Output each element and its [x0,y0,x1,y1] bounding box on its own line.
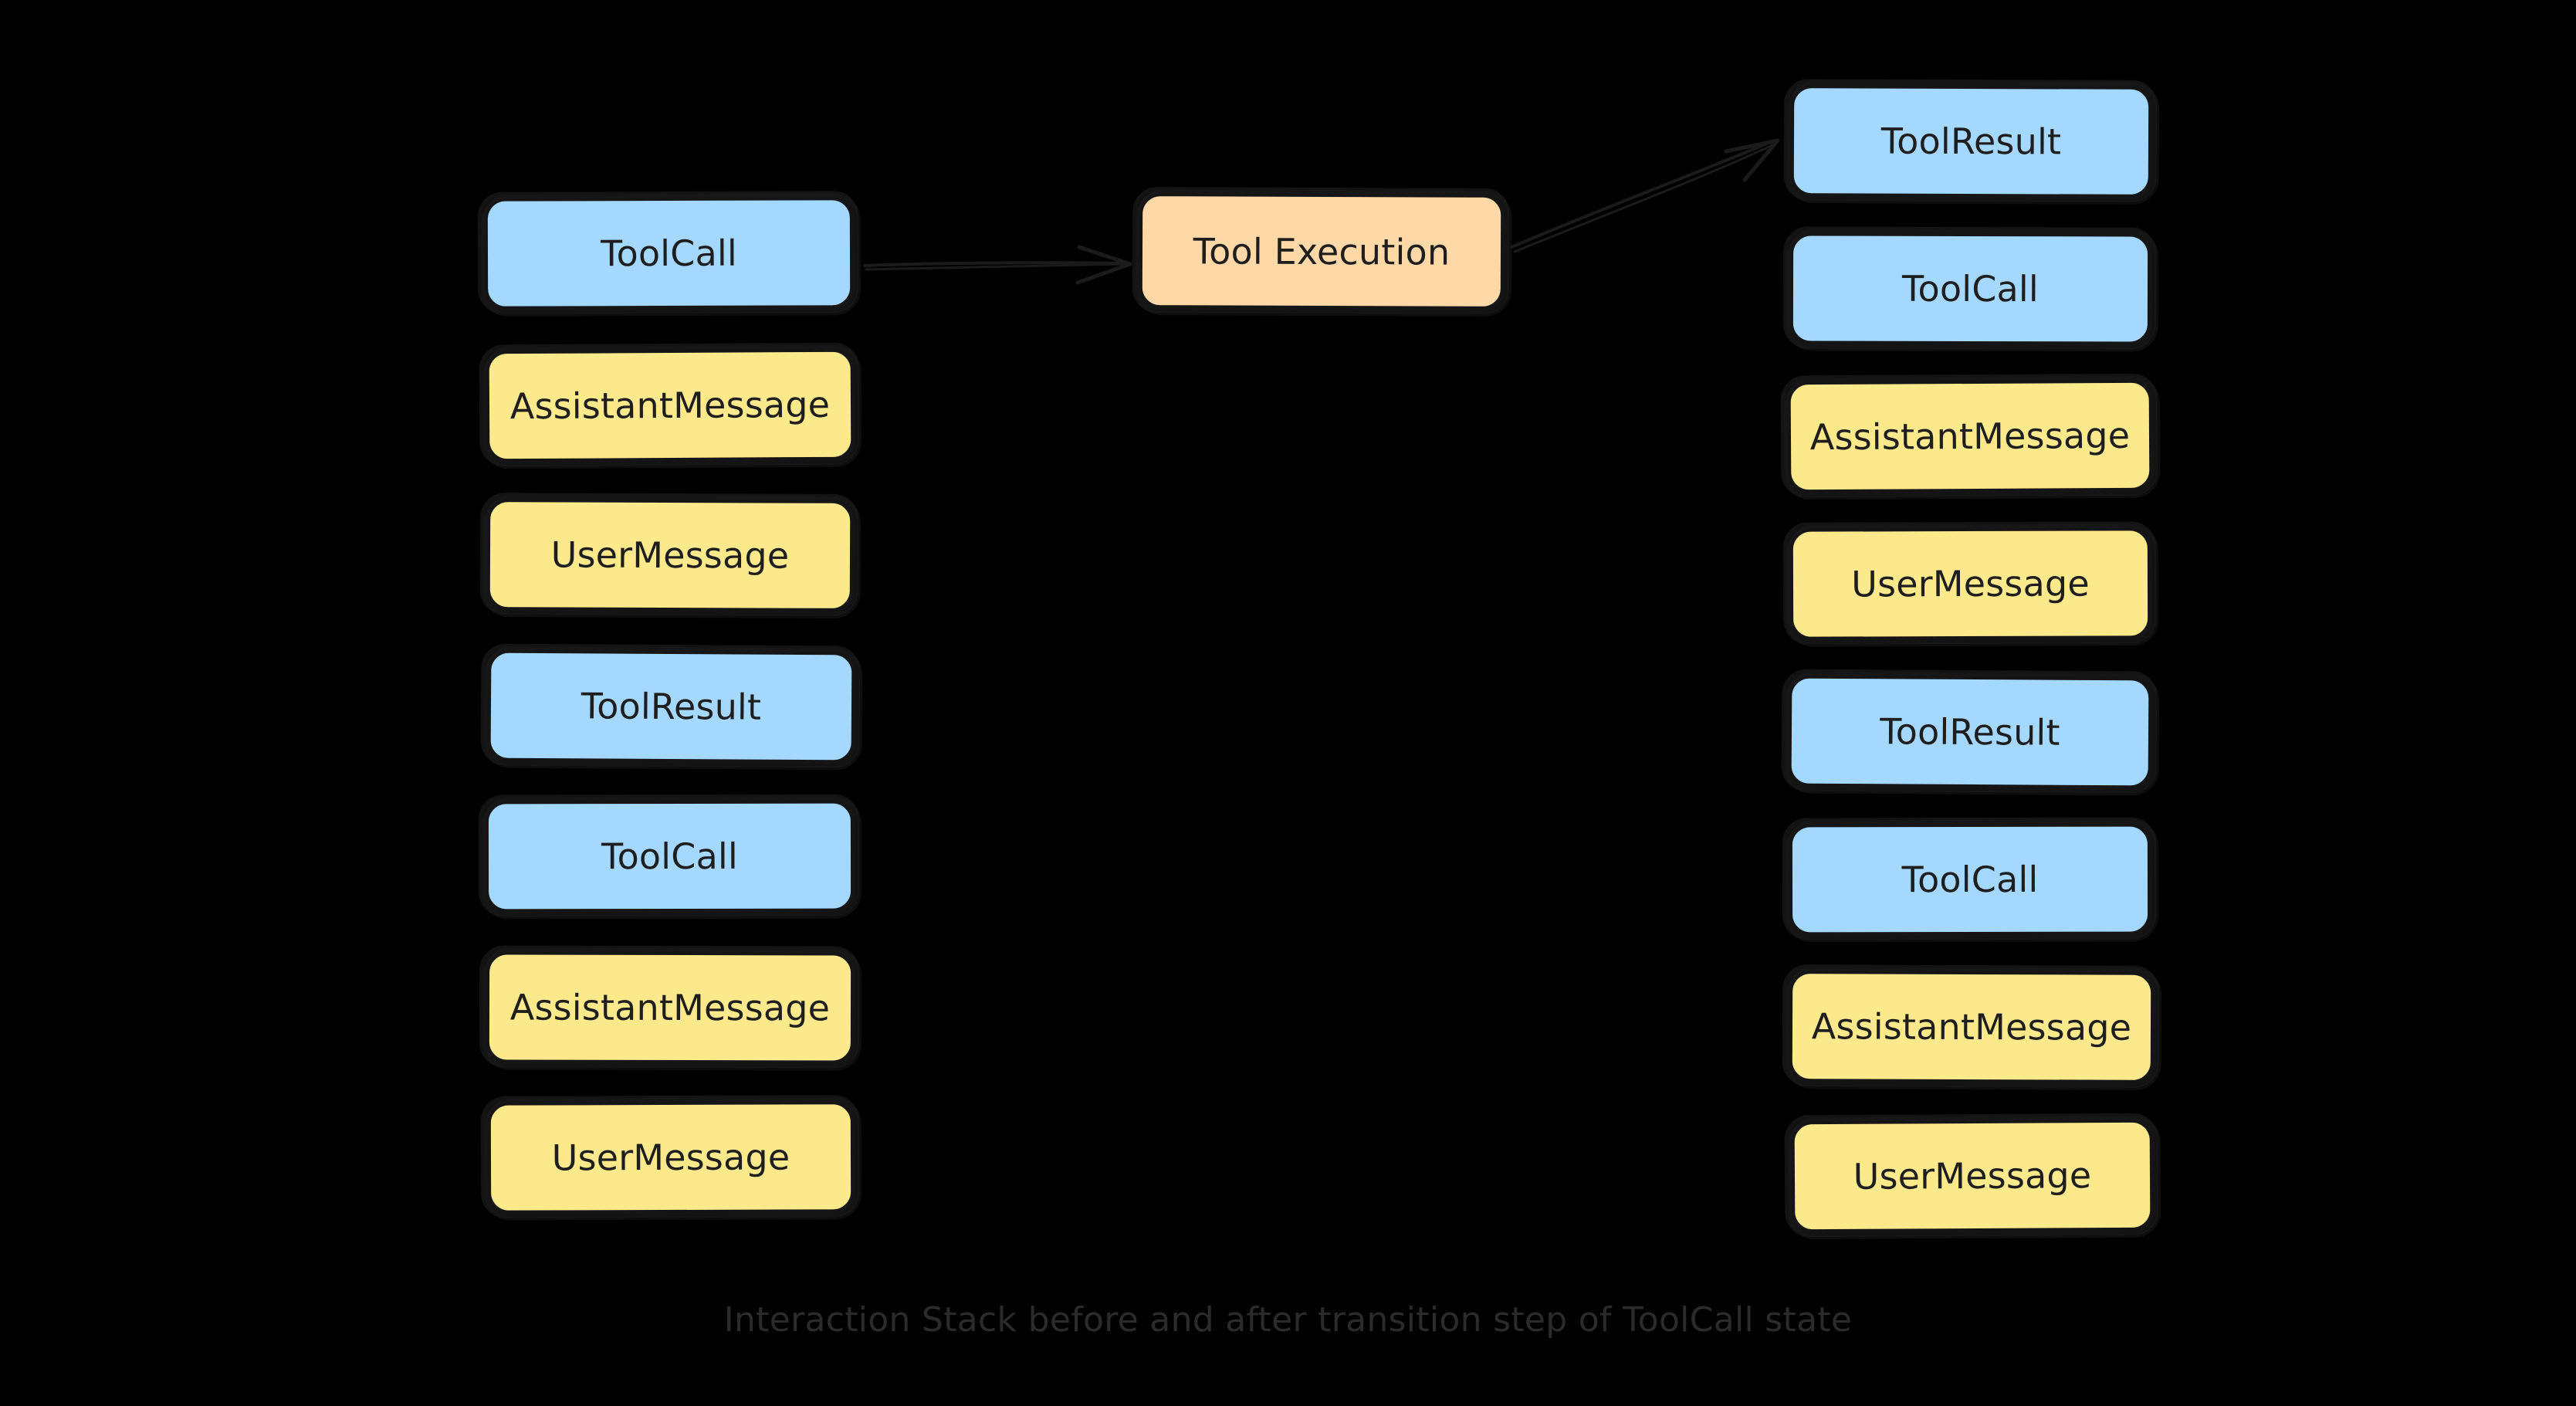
sketch-outline-2 [1786,81,2160,205]
node-left-0-toolcall[interactable]: ToolCall [477,191,861,317]
node-left-5-assistantmessage[interactable]: AssistantMessage [479,945,862,1071]
diagram-caption: Interaction Stack before and after trans… [723,1300,1853,1340]
node-right-5-toolcall[interactable]: ToolCall [1782,817,2159,943]
sketch-outline-2 [482,495,861,618]
sketch-outline-2 [1785,967,2162,1090]
node-left-6-usermessage[interactable]: UserMessage [480,1095,862,1221]
sketch-outline-2 [483,1097,862,1221]
node-left-4-toolcall[interactable]: ToolCall [478,794,862,920]
node-right-7-usermessage[interactable]: UserMessage [1784,1113,2161,1240]
node-tool-execution[interactable]: Tool Execution [1132,187,1512,317]
node-left-1-assistantmessage[interactable]: AssistantMessage [479,342,862,469]
node-right-1-toolcall[interactable]: ToolCall [1782,226,2159,352]
node-left-3-toolresult[interactable]: ToolResult [480,643,863,771]
sketch-outline-2 [1135,189,1512,317]
sketch-outline-2 [1783,375,2161,500]
node-right-2-assistantmessage[interactable]: AssistantMessage [1780,373,2161,500]
sketch-outline-2 [482,344,862,469]
sketch-outline-2 [483,645,863,771]
node-right-0-toolresult[interactable]: ToolResult [1783,79,2160,205]
sketch-outline-2 [1787,1115,2161,1240]
sketch-outline-2 [1786,229,2159,352]
sketch-outline-2 [480,193,861,317]
node-right-4-toolresult[interactable]: ToolResult [1781,669,2160,796]
node-right-3-usermessage[interactable]: UserMessage [1782,521,2159,647]
sketch-outline-2 [1786,523,2159,647]
node-left-2-usermessage[interactable]: UserMessage [479,493,861,618]
node-right-6-assistantmessage[interactable]: AssistantMessage [1782,964,2162,1090]
edge-tool-execution-to-toolresult [1510,138,1780,253]
sketch-outline-2 [482,947,862,1071]
sketch-outline-2 [1785,819,2159,943]
sketch-outline-2 [1784,671,2160,796]
edge-toolcall-to-tool-execution [863,245,1132,285]
sketch-outline-2 [481,796,862,920]
